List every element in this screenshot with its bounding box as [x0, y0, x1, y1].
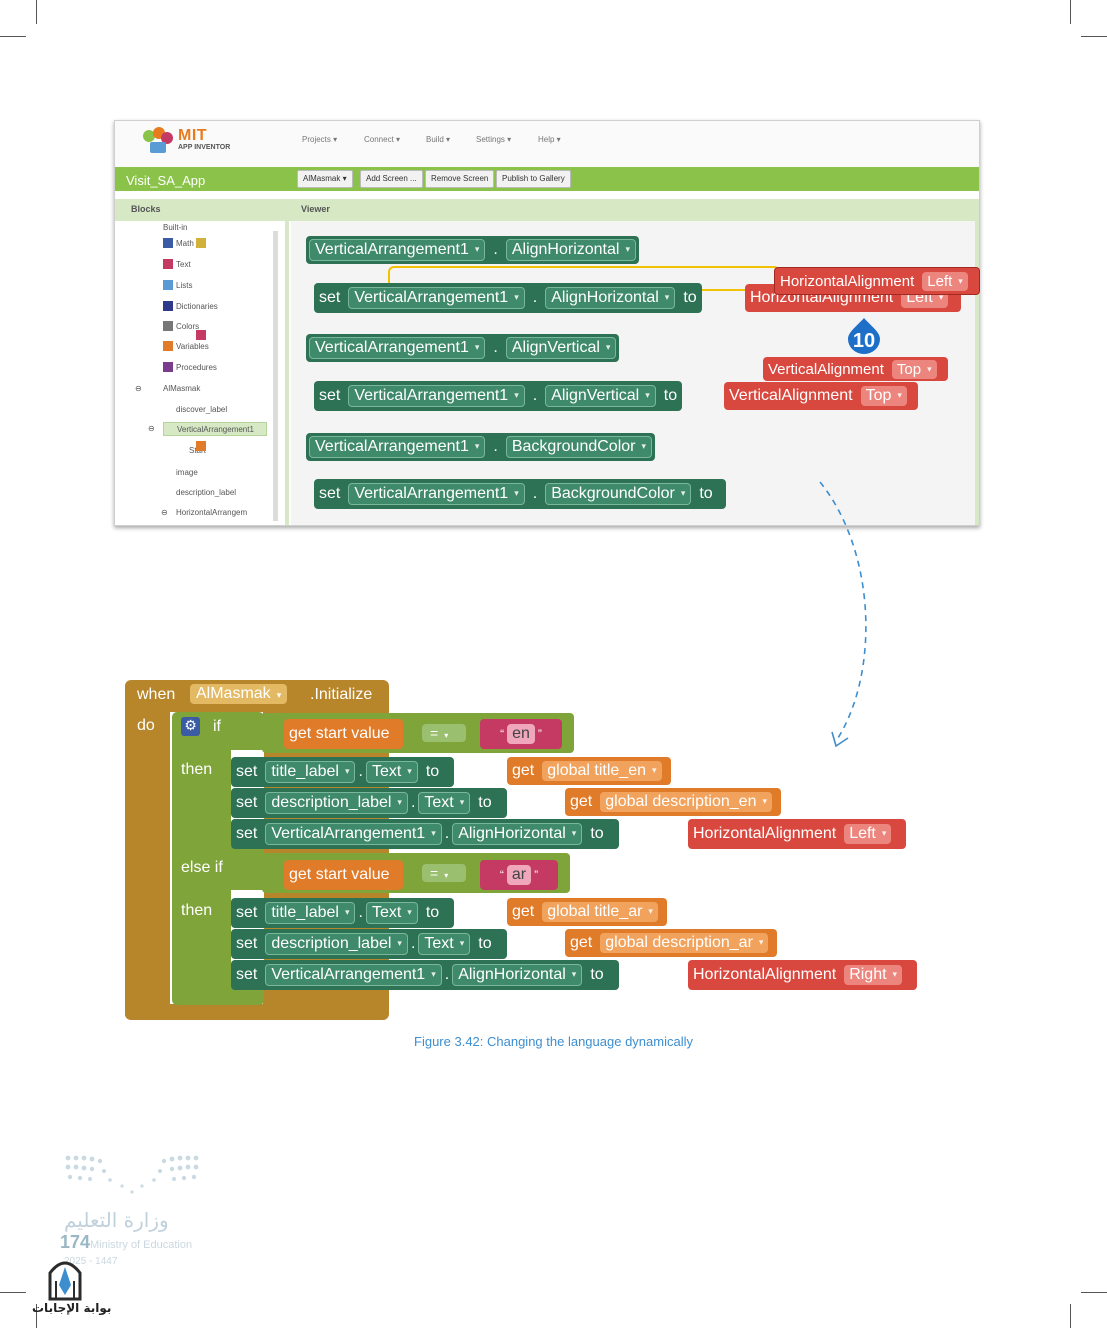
tree-scrollbar[interactable] [273, 231, 278, 521]
text-block-ar[interactable]: “ar” [480, 860, 558, 890]
operator-dropdown[interactable]: =▾ [422, 724, 466, 742]
then-keyword: then [181, 761, 213, 778]
blocks-tree-panel: Built-in Math Text Lists Dictionaries Co… [115, 221, 289, 525]
page-number: 174 [60, 1232, 91, 1252]
setter-align-horizontal-right[interactable]: set VerticalArrangement1▾. AlignHorizont… [231, 960, 619, 990]
remove-screen-button[interactable]: Remove Screen [425, 170, 495, 188]
setter-align-horizontal-left[interactable]: set VerticalArrangement1▾. AlignHorizont… [231, 819, 619, 849]
tree-item-horizontalarrangement[interactable]: HorizontalArrangem [176, 508, 248, 517]
set-keyword: set [319, 289, 341, 306]
tree-item-discover-label[interactable]: discover_label [176, 405, 228, 414]
setter-block-alignhorizontal[interactable]: set VerticalArrangement1▾ . AlignHorizon… [314, 283, 702, 313]
property-dropdown[interactable]: AlignHorizontal▾ [505, 239, 636, 261]
floating-block-horizontalalignment[interactable]: HorizontalAlignment Left▾ [774, 267, 980, 295]
tree-item-procedures[interactable]: Procedures [176, 363, 217, 372]
tree-item-description-label[interactable]: description_label [176, 488, 237, 497]
getter-block-alignhorizontal[interactable]: VerticalArrangement1▾ . AlignHorizontal▾ [306, 236, 639, 264]
screen-select-button[interactable]: AlMasmak ▾ [297, 170, 353, 188]
tree-item-verticalarrangement1[interactable]: VerticalArrangement1 [163, 422, 267, 436]
app-inventor-logo-icon [143, 127, 173, 153]
component-dropdown[interactable]: VerticalArrangement1▾ [309, 239, 486, 261]
menu-settings[interactable]: Settings ▾ [476, 135, 512, 144]
app-inventor-screenshot: MIT APP INVENTOR Projects ▾ Connect ▾ Bu… [114, 120, 980, 526]
menu-connect[interactable]: Connect ▾ [364, 135, 401, 144]
setter-description-label-text[interactable]: set description_label▾. Text▾ to [231, 788, 507, 818]
academic-year: 2025 - 1447 [64, 1256, 118, 1267]
portal-name: بوابة الإجابات [32, 1301, 112, 1315]
tree-collapse-icon[interactable]: ⊖ [148, 424, 155, 433]
tree-item-almasmak[interactable]: AlMasmak [163, 384, 201, 393]
viewer-panel-label: Viewer [301, 204, 330, 214]
get-start-value-block[interactable]: get start value [284, 860, 403, 890]
operator-dropdown[interactable]: =▾ [422, 864, 466, 882]
ministry-name-en: Ministry of Education [90, 1239, 193, 1251]
tree-item-built-in[interactable]: Built-in [163, 223, 188, 232]
get-global-description-ar[interactable]: get global description_ar▾ [565, 929, 778, 957]
setter-block-alignvertical[interactable]: set VerticalArrangement1▾ . AlignVertica… [314, 381, 683, 411]
menu-projects[interactable]: Projects ▾ [302, 135, 338, 144]
setter-title-label-text[interactable]: set title_label▾. Text▾ to [231, 898, 455, 928]
then-keyword: then [181, 902, 213, 919]
callout-number: 10 [852, 330, 876, 352]
setter-title-label-text[interactable]: set title_label▾. Text▾ to [231, 757, 455, 787]
menu-build[interactable]: Build ▾ [426, 135, 451, 144]
value-horizontalalignment-right[interactable]: HorizontalAlignment Right▾ [688, 960, 918, 990]
gear-icon[interactable]: ⚙ [181, 717, 200, 736]
tree-item-math[interactable]: Math [176, 239, 194, 248]
component-dropdown-almasmak[interactable]: AlMasmak▾ [190, 684, 288, 704]
value-horizontalalignment-left[interactable]: HorizontalAlignment Left▾ [688, 819, 907, 849]
figure-caption: Figure 3.42: Changing the language dynam… [414, 1034, 693, 1049]
floating-block-verticalalignment[interactable]: VerticalAlignment Top▾ [763, 357, 948, 381]
getter-block-alignvertical[interactable]: VerticalArrangement1▾ . AlignVertical▾ [306, 334, 620, 362]
logo-subtitle: APP INVENTOR [178, 144, 231, 151]
tree-collapse-icon[interactable]: ⊖ [135, 384, 142, 393]
blocks-panel-label: Blocks [131, 204, 161, 214]
tree-item-image[interactable]: image [176, 468, 198, 477]
setter-description-label-text[interactable]: set description_label▾. Text▾ to [231, 929, 507, 959]
setter-block-backgroundcolor[interactable]: set VerticalArrangement1▾ . BackgroundCo… [314, 479, 726, 509]
get-global-description-en[interactable]: get global description_en▾ [565, 788, 781, 816]
viewer-edge [975, 221, 979, 525]
menu-help[interactable]: Help ▾ [538, 135, 561, 144]
event-name: .Initialize [310, 686, 373, 703]
tree-item-lists[interactable]: Lists [176, 281, 193, 290]
if-keyword: if [213, 718, 221, 735]
ministry-name-ar: وزارة التعليم [64, 1208, 169, 1232]
when-keyword: when [137, 686, 176, 703]
text-block-en[interactable]: “en” [480, 719, 562, 749]
getter-block-backgroundcolor[interactable]: VerticalArrangement1▾ . BackgroundColor▾ [306, 433, 655, 461]
tree-item-colors[interactable]: Colors [176, 322, 200, 331]
do-keyword: do [137, 717, 155, 734]
get-global-title-ar[interactable]: get global title_ar▾ [507, 898, 667, 926]
value-block-verticalalignment[interactable]: VerticalAlignment Top▾ [724, 382, 918, 410]
publish-gallery-button[interactable]: Publish to Gallery [496, 170, 571, 188]
component-dropdown[interactable]: VerticalArrangement1▾ [348, 287, 525, 309]
property-dropdown[interactable]: AlignHorizontal▾ [545, 287, 676, 309]
top-bar [115, 121, 979, 168]
ministry-logo-icon [65, 1155, 199, 1194]
dashed-arrow [819, 481, 867, 748]
get-global-title-en[interactable]: get global title_en▾ [507, 757, 671, 785]
tree-item-text[interactable]: Text [176, 260, 191, 269]
get-start-value-block[interactable]: get start value [284, 719, 403, 749]
callout-10-icon [848, 318, 880, 354]
tree-item-dictionaries[interactable]: Dictionaries [176, 302, 218, 311]
add-screen-button[interactable]: Add Screen ... [360, 170, 423, 188]
tree-collapse-icon[interactable]: ⊖ [161, 508, 168, 517]
project-title: Visit_SA_App [126, 173, 206, 188]
logo-title: MIT [178, 127, 208, 144]
to-keyword: to [683, 289, 697, 306]
panel-header-bar [115, 199, 979, 221]
else-if-keyword: else if [181, 859, 223, 876]
tree-item-variables[interactable]: Variables [176, 342, 209, 351]
portal-logo-icon [48, 1261, 82, 1301]
